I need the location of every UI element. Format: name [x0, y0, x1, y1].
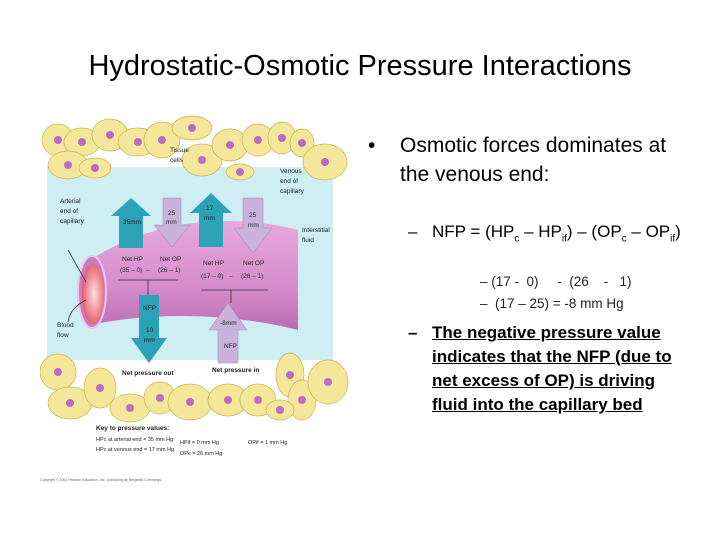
svg-text:OPc = 26 mm Hg: OPc = 26 mm Hg — [180, 451, 222, 457]
svg-text:Net HP: Net HP — [203, 260, 224, 267]
svg-text:end of: end of — [60, 208, 78, 215]
svg-text:-8mm: -8mm — [220, 320, 237, 327]
bullet-osmotic-forces: • Osmotic forces dominates at the venous… — [368, 131, 668, 189]
nfp-in-arrow — [208, 302, 248, 364]
svg-text:10: 10 — [146, 327, 154, 334]
cell-nucleus — [324, 378, 332, 386]
cell-nucleus — [156, 394, 164, 402]
calc-line-2: – (17 – 25) = -8 mm Hg — [480, 296, 624, 311]
venous-op-arrow — [233, 197, 273, 254]
svg-text:25: 25 — [249, 212, 257, 219]
cell-nucleus — [254, 136, 262, 144]
capillary-lumen — [82, 264, 104, 324]
copyright: Copyright © 2004 Pearson Education, Inc.… — [40, 478, 162, 482]
cell-nucleus — [66, 399, 74, 407]
label-venous-end: Venous — [280, 168, 302, 175]
svg-text:OPif = 1 mm Hg: OPif = 1 mm Hg — [248, 440, 287, 446]
svg-text:end of: end of — [280, 178, 298, 185]
arterial-hp-arrow — [111, 198, 151, 248]
label-arterial-end: Arterial — [60, 198, 81, 205]
bullet-dot: • — [368, 134, 376, 157]
svg-text:35mm: 35mm — [123, 219, 141, 226]
cell-nucleus — [188, 124, 196, 132]
cell-nucleus — [186, 398, 194, 406]
slide-title: Hydrostatic-Osmotic Pressure Interaction… — [88, 50, 632, 82]
svg-text:capillary: capillary — [280, 188, 305, 195]
svg-text:25: 25 — [168, 210, 176, 217]
svg-text:(26 – 1): (26 – 1) — [158, 267, 180, 274]
svg-text:fluid: fluid — [302, 237, 314, 244]
nfp-out-arrow — [131, 295, 167, 363]
svg-text:mm: mm — [204, 215, 215, 222]
negative-pressure-note: – The negative pressure value indicates … — [408, 323, 672, 414]
svg-text:17: 17 — [206, 205, 214, 212]
cell-nucleus — [298, 139, 306, 147]
cell-nucleus — [158, 136, 166, 144]
cell-nucleus — [91, 164, 99, 172]
arterial-op-arrow — [153, 197, 191, 248]
cell-nucleus — [276, 406, 284, 414]
label-net-pressure-in: Net pressure in — [212, 367, 259, 374]
cell-nucleus — [254, 396, 262, 404]
key-title: Key to pressure values: — [96, 425, 169, 432]
cell-nucleus — [54, 136, 62, 144]
cell-nucleus — [134, 138, 142, 146]
svg-text:(17 – 0): (17 – 0) — [201, 273, 223, 280]
svg-text:–: – — [229, 273, 233, 280]
cell-nucleus — [298, 396, 306, 404]
svg-text:mm: mm — [144, 337, 155, 344]
tissue-cells-top — [41, 115, 348, 181]
cell-nucleus — [126, 404, 134, 412]
cell-nucleus — [96, 384, 104, 392]
cell-nucleus — [198, 156, 206, 164]
svg-text:Net OP: Net OP — [243, 260, 264, 267]
svg-text:–: – — [146, 267, 150, 274]
svg-text:NFP: NFP — [143, 305, 156, 312]
svg-text:flow: flow — [57, 332, 69, 339]
svg-text:HPc at arterial end = 35 mm Hg: HPc at arterial end = 35 mm Hg — [96, 437, 173, 443]
nfp-formula: – NFP = (HPc – HPif) – (OPc – OPif) — [408, 222, 681, 245]
tissue-cells-bottom — [40, 352, 349, 423]
cell-nucleus — [236, 168, 244, 176]
label-tissue-cells: Tissue — [170, 147, 189, 154]
svg-text:cells: cells — [170, 157, 184, 164]
venous-hp-arrow — [190, 193, 232, 247]
cell-nucleus — [321, 158, 329, 166]
svg-text:mm: mm — [166, 219, 177, 226]
svg-text:NFP: NFP — [224, 343, 237, 350]
label-interstitial-fluid: Interstitial — [302, 227, 330, 234]
svg-text:Net HP: Net HP — [122, 256, 143, 263]
cell-nucleus — [78, 138, 86, 146]
label-net-pressure-out: Net pressure out — [122, 370, 174, 377]
svg-text:Net OP: Net OP — [160, 256, 181, 263]
svg-text:HPc at venous end = 17 mm Hg: HPc at venous end = 17 mm Hg — [96, 447, 174, 453]
svg-text:mm: mm — [248, 222, 259, 229]
cell-nucleus — [226, 141, 234, 149]
cell-nucleus — [278, 134, 286, 142]
cell-nucleus — [64, 161, 72, 169]
svg-text:(35 – 0): (35 – 0) — [120, 267, 142, 274]
cell-nucleus — [106, 131, 114, 139]
calc-line-1: – (17 - 0) - (26 - 1) — [480, 274, 632, 289]
label-blood-flow: Blood — [57, 322, 74, 329]
cell-nucleus — [286, 371, 294, 379]
svg-text:capillary: capillary — [60, 218, 85, 225]
cell-nucleus — [54, 368, 62, 376]
capillary-pressure-figure: Tissue cells Venous end of capillary Art… — [40, 115, 349, 482]
cell-nucleus — [224, 396, 232, 404]
svg-text:(26 – 1): (26 – 1) — [241, 273, 263, 280]
svg-text:HPif = 0 mm Hg: HPif = 0 mm Hg — [180, 440, 219, 446]
